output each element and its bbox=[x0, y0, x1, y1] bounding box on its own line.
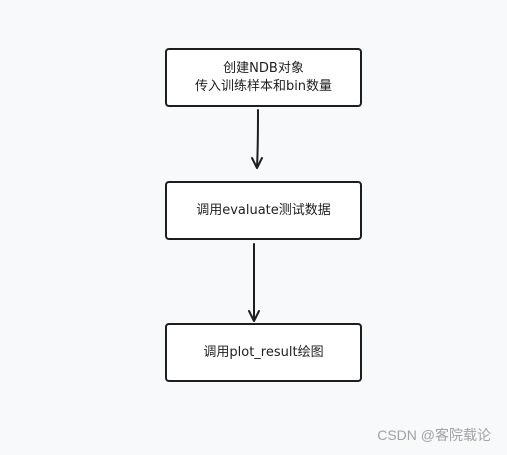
step-create-ndb: 创建NDB对象 传入训练样本和bin数量 bbox=[165, 48, 362, 107]
step-evaluate: 调用evaluate测试数据 bbox=[165, 181, 362, 240]
step-plot-result-label: 调用plot_result绘图 bbox=[203, 344, 324, 360]
watermark: CSDN @客院载论 bbox=[377, 427, 491, 443]
arrowhead-step2-to-step3 bbox=[248, 310, 260, 322]
step-create-ndb-line2: 传入训练样本和bin数量 bbox=[194, 78, 333, 94]
step-evaluate-label: 调用evaluate测试数据 bbox=[196, 202, 331, 218]
arrow-step1-to-step2 bbox=[256, 109, 259, 168]
arrowhead-step1-to-step2 bbox=[251, 157, 263, 169]
step-plot-result: 调用plot_result绘图 bbox=[165, 323, 362, 382]
step-create-ndb-line1: 创建NDB对象 bbox=[223, 60, 304, 76]
